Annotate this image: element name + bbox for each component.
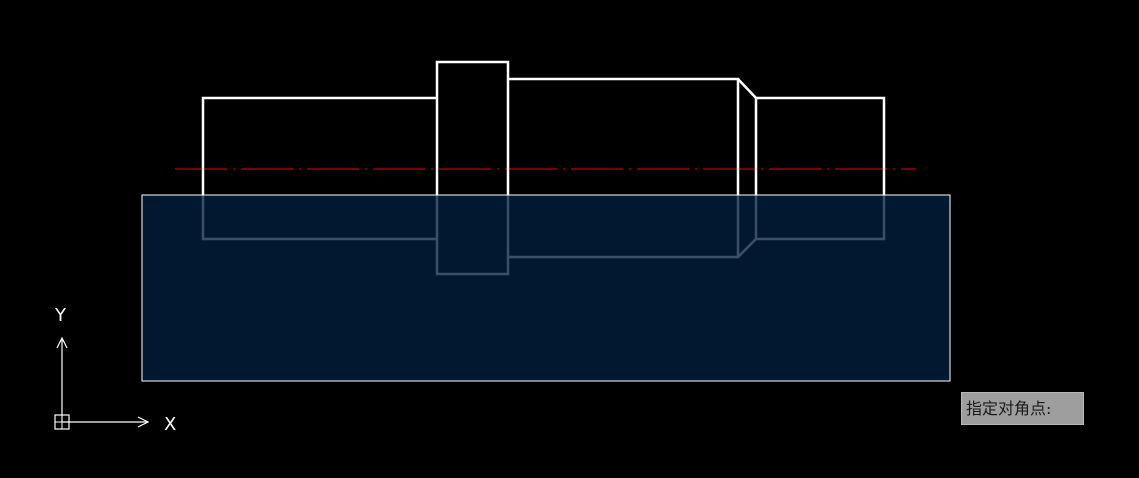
command-prompt-text: 指定对角点: (966, 399, 1052, 418)
selection-window (141, 194, 951, 382)
command-prompt-tooltip: 指定对角点: (961, 392, 1084, 425)
ucs-y-arrow (56, 336, 68, 349)
ucs-y-label: Y (54, 305, 67, 326)
ucs-icon: X Y (54, 305, 176, 435)
ucs-x-label: X (164, 414, 176, 435)
ucs-x-arrow (137, 416, 150, 428)
